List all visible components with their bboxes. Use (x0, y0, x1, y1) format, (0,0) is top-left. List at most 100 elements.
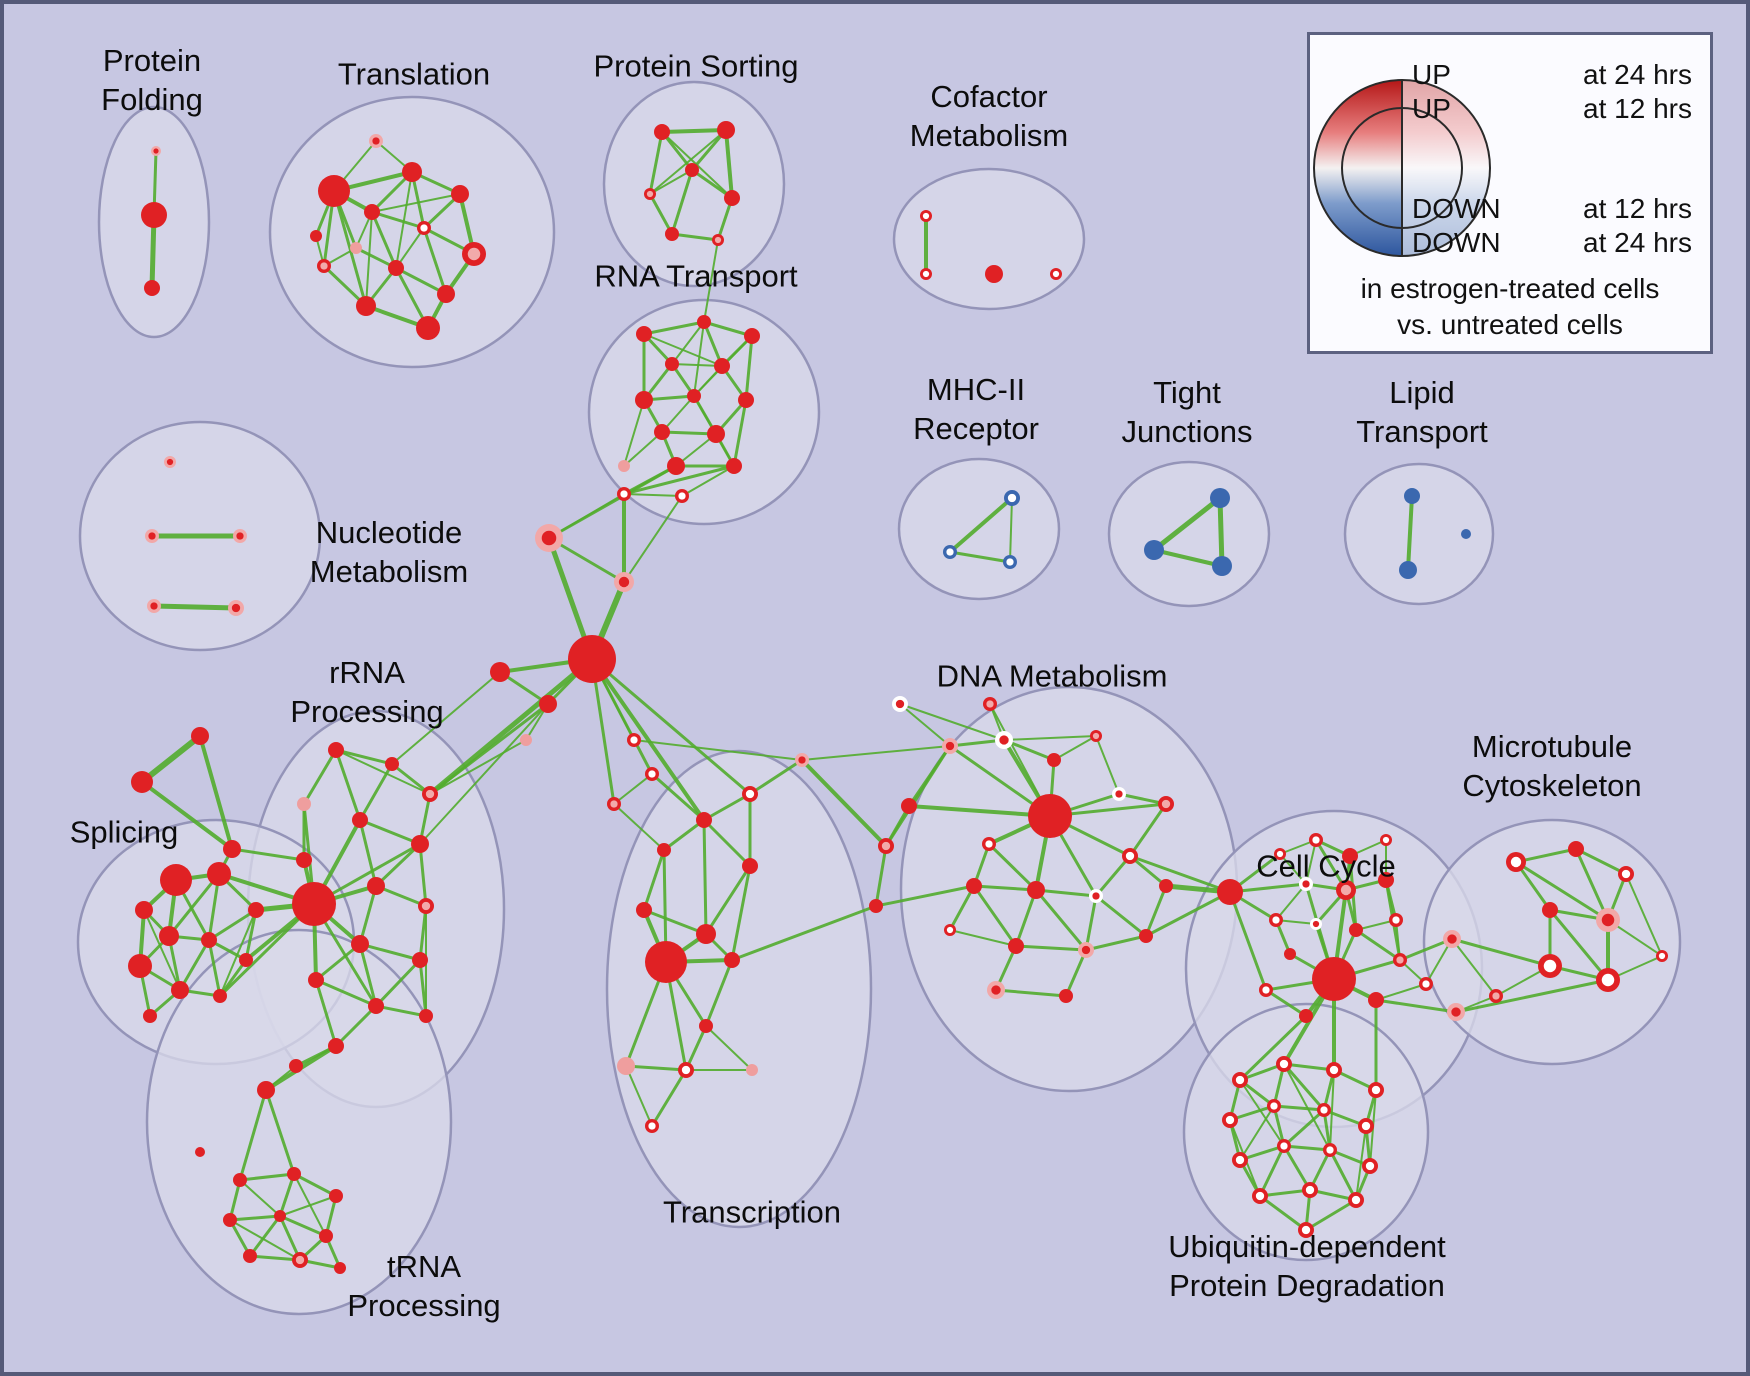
network-node-sp1 (160, 864, 192, 896)
network-node-pf3 (144, 280, 160, 296)
network-node-center-cf2 (922, 270, 930, 278)
network-node-cf3 (985, 265, 1003, 283)
network-edge (744, 334, 754, 402)
network-node-center-ps4 (646, 190, 654, 198)
network-node-mt2 (1568, 841, 1584, 857)
cluster-ellipse-tight-junctions (1107, 460, 1271, 608)
network-edge (1034, 888, 1098, 898)
network-node-rt2 (697, 315, 711, 329)
network-edge (670, 232, 720, 242)
network-edge (151, 603, 239, 611)
network-edge (702, 818, 752, 868)
network-node-sp6 (201, 932, 217, 948)
network-node-center-tc13 (681, 1065, 691, 1075)
legend-up-12-label: UP (1412, 93, 1451, 124)
cluster-ellipse-protein-sorting (602, 80, 786, 288)
network-node-center-cf1 (922, 212, 930, 220)
network-node-center-mtb (1447, 934, 1457, 944)
network-node-rt8 (738, 392, 754, 408)
network-node-center-cc6 (1340, 884, 1352, 896)
network-edge (703, 239, 719, 323)
network-edge (1548, 908, 1610, 982)
network-edge (972, 884, 1018, 948)
network-node-center-cc5 (1302, 880, 1310, 888)
network-node-center-dm19 (991, 985, 1001, 995)
network-node-tc5 (657, 843, 671, 857)
network-node-center-cc14 (1396, 956, 1404, 964)
network-edge (1272, 1104, 1326, 1112)
network-node-rt1 (636, 326, 652, 342)
cluster-ellipse-microtubule-cytoskeleton (1422, 818, 1682, 1066)
network-edge (899, 703, 1005, 741)
network-edge (239, 1179, 281, 1217)
network-edge (681, 465, 735, 497)
network-edge (391, 671, 501, 765)
network-node-rr1 (328, 742, 344, 758)
network-edge (1450, 937, 1552, 968)
network-node-center-dm24 (986, 700, 994, 708)
network-edge (370, 210, 426, 230)
network-node-center-ub5 (1225, 1115, 1235, 1125)
network-node-tn9 (243, 1249, 257, 1263)
network-node-sp10 (213, 989, 227, 1003)
network-node-fs2 (131, 771, 153, 793)
network-edge (1144, 890, 1232, 938)
cluster-label-transcription: Transcription (662, 1194, 842, 1230)
network-edge (670, 168, 694, 236)
network-edge (1014, 944, 1088, 952)
legend-caption-line2: vs. untreated cells (1397, 309, 1623, 340)
network-edge (590, 657, 706, 822)
network-node-sp9 (171, 981, 189, 999)
network-edge (660, 128, 728, 134)
network-edge (684, 1024, 708, 1072)
network-edge (547, 536, 626, 584)
network-node-center-dm15 (946, 926, 954, 934)
network-edge (279, 1195, 337, 1217)
network-node-center-dm8 (1161, 799, 1171, 809)
network-edge (899, 703, 951, 747)
network-node-tr11 (437, 285, 455, 303)
network-edge (661, 395, 695, 433)
network-node-center-cc1 (1276, 850, 1284, 858)
network-node-dm6 (1028, 794, 1072, 838)
network-node-center-dm3 (999, 735, 1009, 745)
network-edge (907, 804, 1052, 818)
network-node-rr13 (308, 972, 324, 988)
network-edge (613, 773, 653, 805)
network-node-center-nm2 (148, 532, 156, 540)
network-node-rr7 (296, 852, 312, 868)
network-edge (1084, 934, 1148, 952)
network-edge (702, 792, 752, 822)
network-edge (358, 942, 378, 1008)
legend-up-24-label: UP (1412, 59, 1451, 90)
network-node-cc0 (1217, 879, 1243, 905)
network-edge (1003, 735, 1097, 741)
network-node-cc17 (1299, 1009, 1313, 1023)
cluster-ellipse-lipid-transport (1343, 462, 1495, 606)
network-node-center-ub11 (1326, 1146, 1334, 1154)
network-node-rr4 (297, 797, 311, 811)
network-node-rt4 (665, 357, 679, 371)
network-node-center-ub13 (1255, 1191, 1265, 1201)
network-edge (1625, 873, 1663, 957)
network-edge (648, 130, 664, 196)
network-edge (702, 320, 754, 338)
network-edge (248, 1214, 282, 1258)
network-edge (748, 758, 804, 796)
network-node-dm22 (869, 899, 883, 913)
network-node-sp7 (128, 954, 152, 978)
network-edge (335, 749, 431, 795)
network-node-dm16 (1008, 938, 1024, 954)
network-edge (238, 1088, 268, 1182)
legend-down-24-label: DOWN (1412, 227, 1501, 258)
network-edge (1354, 928, 1402, 962)
network-node-rt10 (707, 425, 725, 443)
network-node-center-br2 (1451, 1007, 1461, 1017)
network-edge (800, 758, 888, 848)
network-node-rr12 (412, 952, 428, 968)
network-edge (334, 748, 362, 822)
network-edge (358, 818, 422, 846)
network-node-ps1 (654, 124, 670, 140)
